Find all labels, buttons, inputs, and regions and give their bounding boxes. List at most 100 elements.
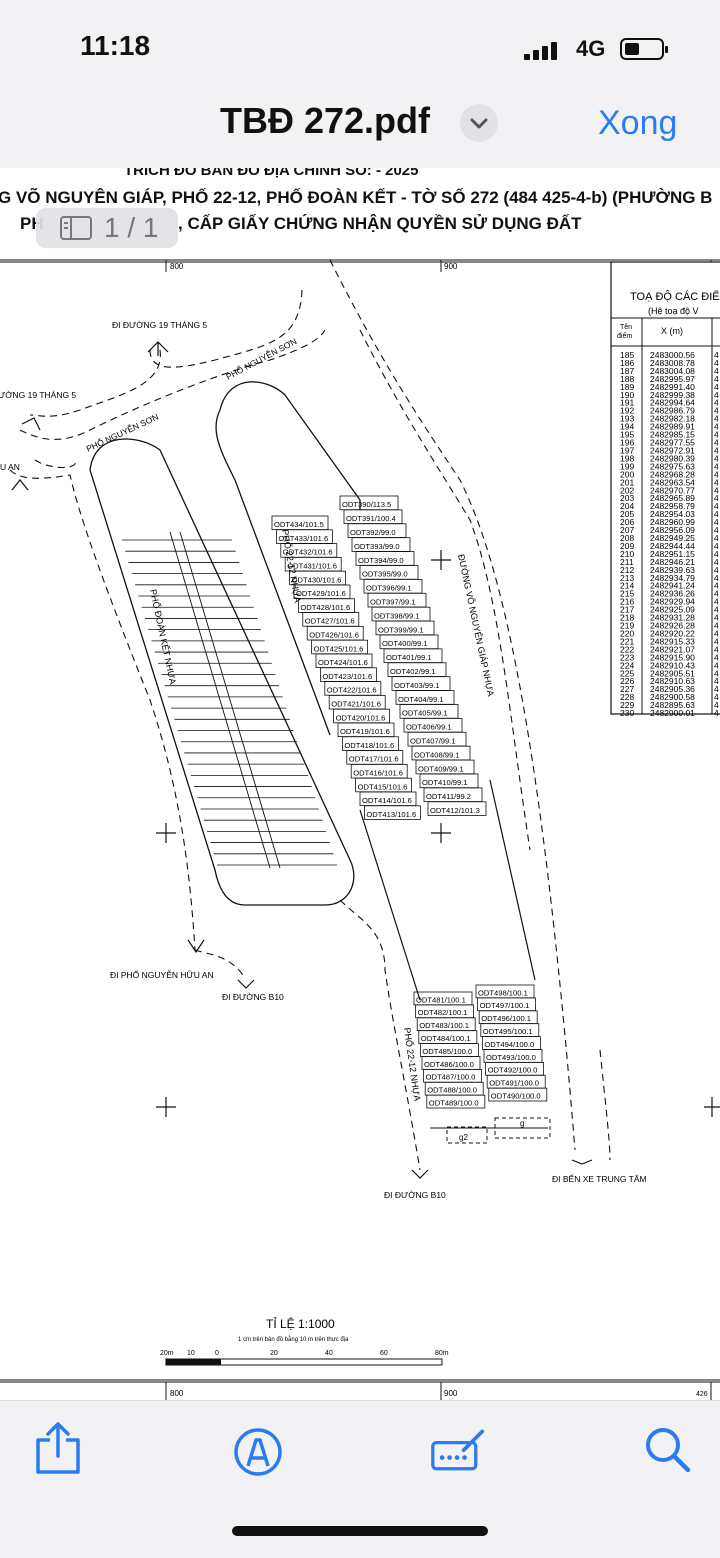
coord-point-name: 199 [620, 461, 634, 471]
coord-point-name: 215 [620, 589, 634, 599]
coord-y-partial: 4 [714, 477, 719, 487]
coord-point-name: 212 [620, 565, 634, 575]
coord-point-name: 202 [620, 485, 634, 495]
parcel-label: ODT486/100.0 [424, 1060, 474, 1069]
coord-point-name: 225 [620, 668, 634, 678]
parcel-label: ODT433/101.6 [278, 534, 328, 543]
coord-y-partial: 4 [714, 692, 719, 702]
coord-y-partial: 4 [714, 461, 719, 471]
coord-x-value: 2482968.28 [650, 469, 695, 479]
coord-x-value: 2482972.91 [650, 445, 695, 455]
coord-y-partial: 4 [714, 422, 719, 432]
coord-point-name: 195 [620, 430, 634, 440]
grid-label-426-bottom: 426 [696, 1391, 708, 1398]
scale-tick-label: 60 [380, 1350, 388, 1357]
coord-y-partial: 4 [714, 549, 719, 559]
parcel-label: ODT426/101.6 [309, 631, 359, 640]
coord-x-value: 2483004.08 [650, 366, 695, 376]
parcel-cell[interactable] [488, 1087, 548, 1102]
coord-y-partial: 4 [714, 533, 719, 543]
home-indicator [232, 1526, 488, 1536]
coord-point-name: 216 [620, 597, 634, 607]
parcel-label: ODT394/99.0 [358, 556, 404, 565]
coord-y-partial: 4 [714, 628, 719, 638]
coord-x-value: 2483000.56 [650, 350, 695, 360]
coord-x-value: 2482975.63 [650, 461, 695, 471]
street-huu-an-left: U AN [0, 462, 20, 472]
parcel-label: ODT417/101.6 [349, 755, 399, 764]
navigation-bar [0, 90, 720, 169]
parcel-label: ODT406/99.1 [406, 723, 452, 732]
coord-point-name: 201 [620, 477, 634, 487]
coord-x-value: 2482921.07 [650, 644, 695, 654]
coord-table-title: TOẠ ĐỘ CÁC ĐIỂ [630, 290, 720, 303]
parcel-label: ODT423/101.6 [322, 672, 372, 681]
done-button[interactable]: Xong [598, 104, 678, 142]
street-nguyen-son-2: PHỐ NGUYỄN SƠN [224, 335, 299, 382]
coord-point-name: 191 [620, 398, 634, 408]
parcel-label: ODT429/101.6 [296, 589, 346, 598]
coord-point-name: 200 [620, 469, 634, 479]
parcel-label: ODT405/99.1 [402, 709, 448, 718]
title-menu-chevron-icon[interactable] [460, 104, 498, 142]
parcel-label: ODT481/100.1 [416, 995, 466, 1004]
parcel-label: ODT404/99.1 [398, 695, 444, 704]
coord-y-partial: 4 [714, 382, 719, 392]
coord-x-value: 2482939.63 [650, 565, 695, 575]
parcel-label: ODT427/101.6 [305, 617, 355, 626]
coord-y-partial: 4 [714, 557, 719, 567]
page-count: 1 / 1 [104, 212, 159, 243]
share-icon[interactable] [30, 1420, 86, 1476]
parcel-label: ODT491/100.0 [489, 1079, 539, 1088]
search-icon[interactable] [640, 1422, 696, 1478]
coord-y-partial: 4 [714, 525, 719, 535]
parcel-label: ODT428/101.6 [300, 603, 350, 612]
coord-x-value: 2482982.18 [650, 414, 695, 424]
pdf-page[interactable]: TRÍCH ĐO BẢN ĐỒ ĐỊA CHÍNH SỐ: - 2025 G V… [0, 168, 720, 1400]
signature-icon[interactable] [430, 1424, 486, 1480]
parcel-cell[interactable] [426, 1094, 486, 1109]
coord-x-value: 2482936.26 [650, 589, 695, 599]
status-time: 11:18 [80, 30, 151, 61]
coord-point-name: 205 [620, 509, 634, 519]
coord-point-name: 218 [620, 613, 634, 623]
coord-x-value: 2482905.36 [650, 684, 695, 694]
arrow-b10-2 [411, 1169, 429, 1179]
street-19-thang-5-left: ƯỜNG 19 THÁNG 5 [0, 390, 76, 400]
coord-x-value: 2482910.43 [650, 660, 695, 670]
coord-x-value: 2482963.54 [650, 477, 695, 487]
coord-point-name: 207 [620, 525, 634, 535]
coord-x-value: 2483008.78 [650, 358, 695, 368]
document-title[interactable]: TBĐ 272.pdf [220, 100, 431, 141]
coord-point-name: 226 [620, 676, 634, 686]
parcel-label: ODT496/100.1 [481, 1014, 531, 1023]
page-indicator[interactable]: 1 / 1 [36, 208, 178, 248]
scale-bar: TỈ LỆ 1:1000 1 cm trên bản đồ bằng 10 m … [160, 1316, 449, 1366]
coord-y-partial: 4 [714, 469, 719, 479]
coord-x-value: 2482949.25 [650, 533, 695, 543]
coord-y-partial: 4 [714, 390, 719, 400]
scale-title: TỈ LỆ 1:1000 [266, 1316, 335, 1331]
arrow-19-thang-5 [147, 341, 169, 356]
parcel-label: ODT392/99.0 [350, 528, 396, 537]
coord-point-name: 213 [620, 573, 634, 583]
parcel-cell[interactable] [363, 805, 421, 820]
coord-y-partial: 4 [714, 509, 719, 519]
coord-y-partial: 4 [714, 668, 719, 678]
coord-x-value: 2482999.38 [650, 390, 695, 400]
parcel-label: ODT416/101.6 [353, 769, 403, 778]
parcel-label: ODT419/101.6 [340, 727, 390, 736]
parcel-label: ODT413/101.6 [366, 810, 416, 819]
coord-col-name-1: Tên [620, 324, 632, 331]
street-vo-nguyen-giap: ĐƯỜNG VÕ NGUYÊN GIÁP NHỰA [456, 553, 496, 697]
markup-icon[interactable] [230, 1424, 286, 1480]
parcel-label: ODT398/99.1 [374, 611, 420, 620]
coord-y-partial: 4 [714, 700, 719, 710]
coord-point-name: 224 [620, 660, 634, 670]
parcel-label: ODT425/101.6 [314, 644, 364, 653]
parcel-cell[interactable] [427, 801, 487, 816]
coord-y-partial: 4 [714, 414, 719, 424]
signal-icon [524, 42, 557, 60]
scale-tick-label: 0 [215, 1350, 219, 1357]
coord-x-value: 2482926.28 [650, 621, 695, 631]
